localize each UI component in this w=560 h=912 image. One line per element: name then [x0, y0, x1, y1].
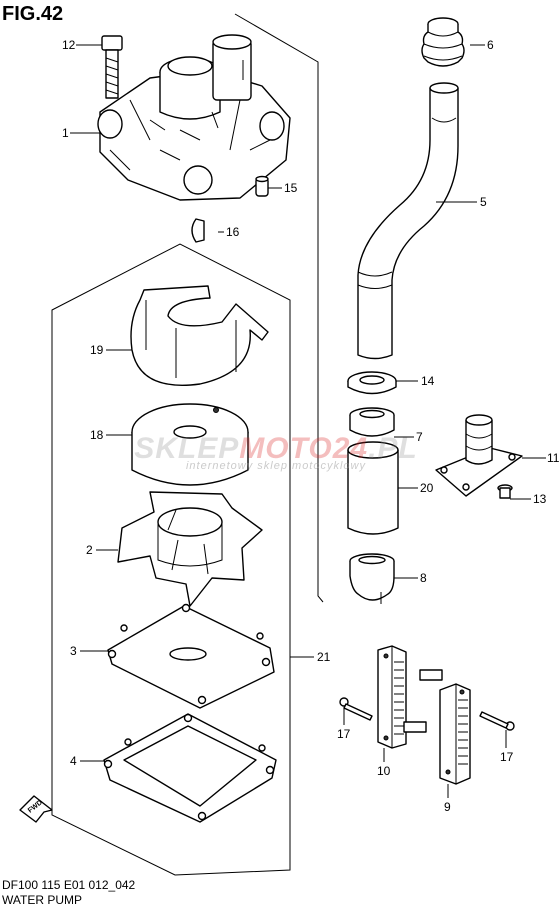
key-16 [191, 218, 205, 243]
callout-2: 2 [86, 543, 93, 557]
callout-10: 10 [377, 764, 391, 778]
impeller-2 [117, 491, 263, 607]
callout-15: 15 [284, 181, 298, 195]
callout-16: 16 [226, 225, 240, 239]
callout-21: 21 [317, 650, 331, 664]
assembly-outline-right [234, 13, 324, 603]
plate-3 [107, 603, 275, 709]
callout-1: 1 [62, 126, 69, 140]
callout-17-right: 17 [500, 750, 514, 764]
damper-9 [419, 669, 471, 785]
callout-8: 8 [420, 571, 427, 585]
pin-15 [255, 175, 269, 197]
diagram-name: WATER PUMP [2, 893, 82, 907]
sleeve-20 [347, 441, 399, 535]
grommet-6 [421, 17, 465, 67]
kit-outline-21 [51, 243, 291, 876]
screw-13 [497, 484, 513, 499]
damper-10 [377, 645, 427, 749]
gasket-19 [130, 285, 269, 386]
callout-12: 12 [62, 38, 76, 52]
fwd-arrow-icon: FWD [19, 795, 53, 823]
callout-11: 11 [547, 451, 560, 465]
seal-8 [349, 553, 395, 604]
plate-18 [131, 403, 249, 486]
ring-14 [347, 371, 397, 395]
callout-4: 4 [70, 754, 77, 768]
callout-17-left: 17 [337, 727, 351, 741]
callout-14: 14 [421, 374, 435, 388]
callout-13: 13 [533, 492, 547, 506]
water-tube-5 [357, 82, 459, 360]
diagram-footer: DF100 115 E01 012_042 WATER PUMP [2, 878, 135, 908]
diagram-code: DF100 115 E01 012_042 [2, 878, 136, 892]
callout-7: 7 [416, 430, 423, 444]
callout-9: 9 [444, 800, 451, 814]
gasket-4 [103, 713, 277, 823]
callout-20: 20 [420, 481, 434, 495]
pump-housing-1 [97, 34, 291, 201]
seal-7 [349, 407, 395, 437]
callout-5: 5 [480, 195, 487, 209]
screw-17-left [339, 697, 373, 721]
callout-18: 18 [90, 428, 104, 442]
leader-lines [70, 44, 546, 798]
plug-bracket-11 [435, 414, 523, 497]
callout-3: 3 [70, 644, 77, 658]
callout-19: 19 [90, 343, 104, 357]
bolt-12 [101, 35, 123, 99]
callout-6: 6 [487, 38, 494, 52]
figure-title: FIG.42 [2, 3, 64, 25]
screw-17-right [479, 711, 515, 731]
callout-labels: 12 1 15 16 6 5 14 7 20 8 11 13 19 18 2 3… [62, 38, 560, 814]
